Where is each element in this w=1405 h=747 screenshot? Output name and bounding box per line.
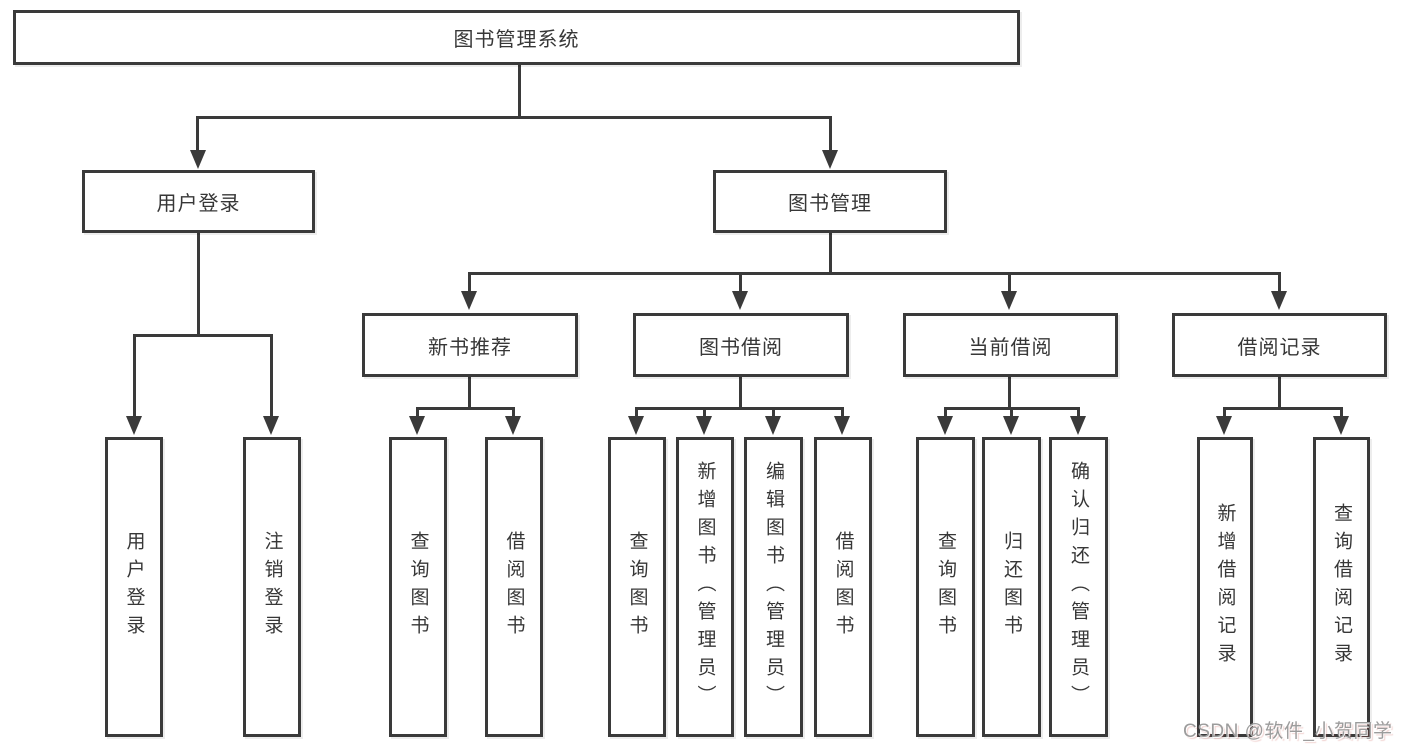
- connector-stem: [133, 334, 136, 418]
- leaf-query-books: 查询图书: [608, 437, 666, 737]
- node-current-borrowing: 当前借阅: [903, 313, 1118, 377]
- arrow-down-icon: [1070, 416, 1086, 435]
- arrow-down-icon: [1216, 416, 1232, 435]
- leaf-edit-book-admin: 编辑图书（管理员）: [744, 437, 803, 737]
- leaf-label: 借阅图书: [503, 531, 525, 643]
- leaf-query-books: 查询图书: [389, 437, 447, 737]
- arrow-down-icon: [732, 291, 748, 310]
- node-borrowing-records: 借阅记录: [1172, 313, 1387, 377]
- leaf-label: 查询图书: [935, 531, 956, 643]
- arrow-down-icon: [937, 416, 953, 435]
- arrow-down-icon: [834, 416, 850, 435]
- node-label: 用户登录: [156, 193, 241, 215]
- arrow-down-icon: [1333, 416, 1349, 435]
- arrow-down-icon: [822, 150, 838, 169]
- connector-records-trunk: [1278, 376, 1281, 409]
- connector-new-book-trunk: [468, 375, 471, 409]
- arrow-down-icon: [1003, 416, 1019, 435]
- leaf-borrow-books: 借阅图书: [485, 437, 543, 737]
- node-label: 图书管理系统: [453, 29, 580, 51]
- connector-records-horizontal: [1223, 407, 1343, 410]
- node-label: 图书借阅: [699, 336, 783, 359]
- connector-stem: [772, 407, 775, 418]
- leaf-label: 用户登录: [123, 531, 145, 643]
- node-label: 新书推荐: [428, 336, 512, 359]
- connector-stem: [416, 407, 419, 418]
- connector-stem: [829, 116, 832, 152]
- arrow-down-icon: [1001, 291, 1017, 310]
- leaf-label: 查询借阅记录: [1331, 503, 1352, 671]
- connector-stem: [1077, 407, 1080, 418]
- leaf-label: 确认归还（管理员）: [1068, 461, 1089, 713]
- leaf-label: 注销登录: [261, 531, 283, 643]
- leaf-user-login: 用户登录: [105, 437, 163, 737]
- leaf-confirm-return-admin: 确认归还（管理员）: [1049, 437, 1108, 737]
- connector-current-trunk: [1008, 376, 1011, 409]
- leaf-label: 归还图书: [1001, 531, 1022, 643]
- leaf-label: 新增借阅记录: [1214, 503, 1236, 671]
- connector-stem: [468, 272, 471, 293]
- connector-stem: [703, 407, 706, 418]
- arrow-down-icon: [696, 416, 712, 435]
- arrow-down-icon: [765, 416, 781, 435]
- connector-stem: [512, 407, 515, 418]
- node-label: 当前借阅: [968, 336, 1053, 359]
- connector-borrowing-trunk: [739, 376, 742, 409]
- connector-stem: [1010, 407, 1013, 418]
- leaf-query-borrow-record: 查询借阅记录: [1313, 437, 1370, 737]
- arrow-down-icon: [1271, 291, 1287, 310]
- leaf-label: 新增图书（管理员）: [694, 461, 716, 713]
- arrow-down-icon: [461, 291, 477, 310]
- leaf-logout: 注销登录: [243, 437, 301, 737]
- leaf-return-books: 归还图书: [982, 437, 1041, 737]
- connector-stem: [1278, 272, 1281, 293]
- node-book-management: 图书管理: [713, 170, 947, 233]
- leaf-label: 编辑图书（管理员）: [763, 461, 784, 713]
- connector-book-mgmt-horizontal: [468, 272, 1281, 275]
- leaf-borrow-books: 借阅图书: [814, 437, 872, 737]
- csdn-watermark: CSDN @软件_小贺同学: [1183, 721, 1393, 742]
- connector-stem: [1008, 272, 1011, 293]
- node-new-book-recommend: 新书推荐: [362, 313, 578, 377]
- arrow-down-icon: [505, 416, 521, 435]
- connector-new-book-horizontal: [416, 407, 515, 410]
- arrow-down-icon: [126, 416, 142, 435]
- connector-root-trunk: [518, 64, 521, 118]
- connector-stem: [1223, 407, 1226, 418]
- leaf-label: 借阅图书: [832, 531, 854, 643]
- connector-borrowing-horizontal: [635, 407, 844, 410]
- node-label: 图书管理: [788, 193, 872, 215]
- arrow-down-icon: [409, 416, 425, 435]
- node-book-management-system: 图书管理系统: [13, 10, 1020, 65]
- node-user-login: 用户登录: [82, 170, 315, 233]
- connector-stem: [841, 407, 844, 418]
- leaf-label: 查询图书: [626, 531, 648, 643]
- connector-user-login-horizontal: [133, 334, 273, 337]
- arrow-down-icon: [628, 416, 644, 435]
- leaf-label: 查询图书: [407, 531, 429, 643]
- connector-stem: [270, 334, 273, 418]
- connector-book-mgmt-trunk: [829, 232, 832, 274]
- connector-stem: [1340, 407, 1343, 418]
- arrow-down-icon: [263, 416, 279, 435]
- connector-stem: [635, 407, 638, 418]
- connector-stem: [739, 272, 742, 293]
- connector-user-login-trunk: [197, 232, 200, 336]
- connector-stem: [944, 407, 947, 418]
- leaf-add-book-admin: 新增图书（管理员）: [676, 437, 734, 737]
- leaf-add-borrow-record: 新增借阅记录: [1197, 437, 1253, 737]
- node-book-borrowing: 图书借阅: [633, 313, 849, 377]
- arrow-down-icon: [190, 150, 206, 169]
- connector-root-horizontal: [196, 116, 832, 119]
- connector-stem: [196, 116, 199, 152]
- leaf-query-books: 查询图书: [916, 437, 975, 737]
- node-label: 借阅记录: [1237, 336, 1322, 359]
